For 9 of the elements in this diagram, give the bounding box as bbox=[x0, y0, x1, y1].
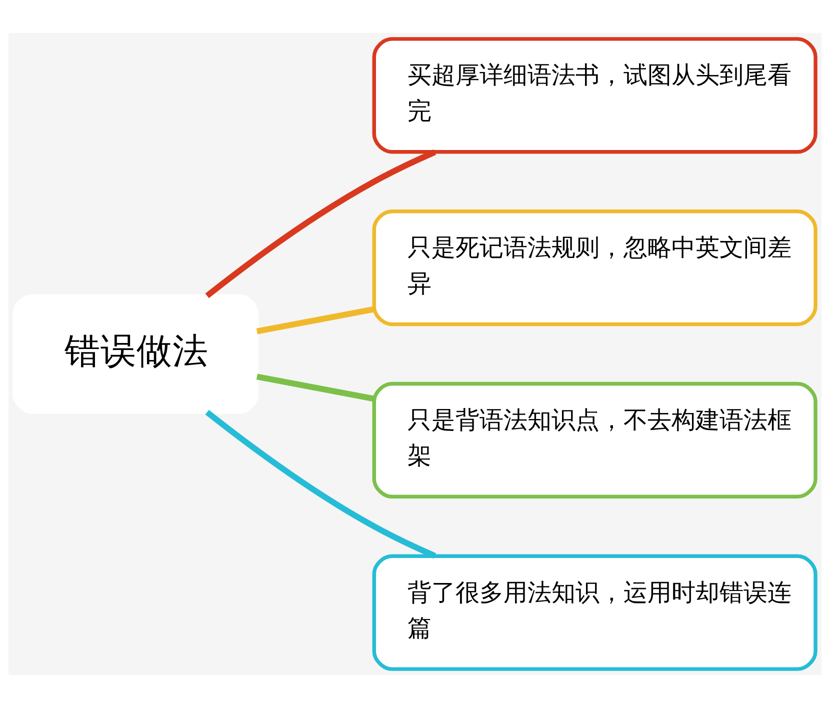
connector bbox=[205, 149, 436, 298]
connector bbox=[256, 374, 375, 402]
node-box: 只是死记语法规则，忽略中英文间差异 bbox=[372, 209, 818, 326]
connector bbox=[205, 410, 436, 559]
node-box: 错误做法 bbox=[12, 294, 259, 414]
node-box: 只是背语法知识点，不去构建语法框架 bbox=[372, 382, 818, 499]
node-box: 买超厚详细语法书，试图从头到尾看完 bbox=[372, 37, 818, 154]
node-box: 背了很多用法知识，运用时却错误连篇 bbox=[372, 554, 818, 671]
connector bbox=[256, 306, 375, 334]
